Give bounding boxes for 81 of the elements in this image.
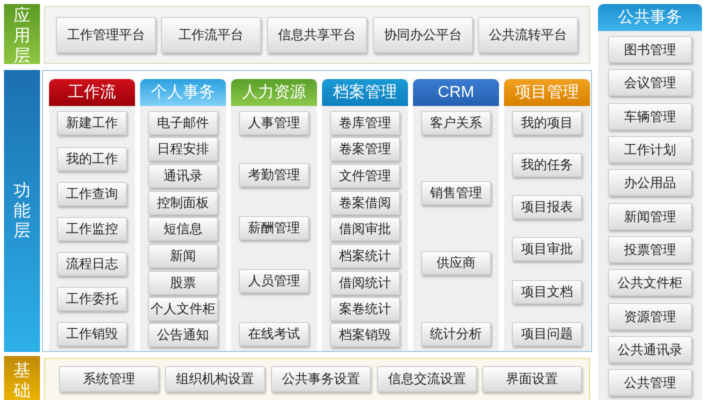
layer-panel	[44, 6, 590, 64]
module-item: 供应商	[421, 251, 491, 275]
column-header: 工作流	[49, 79, 135, 106]
module-item: 公告通知	[148, 323, 218, 347]
module-item: 公共事务设置	[271, 366, 371, 392]
module-item: 工作监控	[57, 217, 127, 241]
module-item: 销售管理	[421, 181, 491, 205]
module-item: 项目报表	[512, 195, 582, 219]
module-item: 资源管理	[608, 303, 692, 330]
module-item: 工作委托	[57, 287, 127, 311]
module-item: 图书管理	[608, 36, 692, 63]
module-column	[322, 79, 408, 351]
module-item: 工作销毁	[57, 322, 127, 346]
module-item: 公共通讯录	[608, 336, 692, 363]
module-item: 我的任务	[512, 153, 582, 177]
layer-label: 基础	[4, 356, 40, 400]
module-item: 电子邮件	[148, 111, 218, 135]
module-item: 客户关系	[421, 111, 491, 135]
layer-panel	[42, 70, 592, 352]
column-header: 人力资源	[231, 79, 317, 106]
module-item: 卷库管理	[330, 111, 400, 135]
module-item: 借阅统计	[330, 271, 400, 295]
layer-panel	[44, 358, 590, 400]
module-item: 日程安排	[148, 137, 218, 161]
module-item: 我的项目	[512, 111, 582, 135]
module-item: 卷案管理	[330, 137, 400, 161]
module-item: 公共流转平台	[478, 17, 578, 53]
module-item: 在线考试	[239, 322, 309, 346]
column-header: CRM	[413, 79, 499, 106]
module-item: 公共管理	[608, 369, 692, 396]
column-header: 档案管理	[322, 79, 408, 106]
module-item: 档案销毁	[330, 323, 400, 347]
module-item: 项目审批	[512, 237, 582, 261]
module-item: 新闻	[148, 244, 218, 268]
column-header: 项目管理	[504, 79, 590, 106]
module-item: 办公用品	[608, 169, 692, 196]
module-item: 短信息	[148, 217, 218, 241]
module-item: 工作查询	[57, 182, 127, 206]
module-item: 人员管理	[239, 269, 309, 293]
column-header: 公共事务	[598, 4, 702, 31]
module-column	[504, 79, 590, 351]
layer-label: 应用层	[4, 4, 40, 64]
module-item: 车辆管理	[608, 103, 692, 130]
module-item: 新建工作	[57, 111, 127, 135]
module-item: 我的工作	[57, 147, 127, 171]
module-item: 案卷统计	[330, 297, 400, 321]
module-item: 公共文件柜	[608, 269, 692, 296]
module-item: 个人文件柜	[148, 297, 218, 321]
module-item: 工作流平台	[161, 17, 261, 53]
module-item: 卷案借阅	[330, 191, 400, 215]
column-header: 个人事务	[140, 79, 226, 106]
module-column	[598, 4, 702, 400]
module-column	[231, 79, 317, 351]
module-item: 项目文档	[512, 280, 582, 304]
module-item: 股票	[148, 271, 218, 295]
module-item: 投票管理	[608, 236, 692, 263]
module-item: 文件管理	[330, 164, 400, 188]
module-item: 统计分析	[421, 322, 491, 346]
module-item: 档案统计	[330, 244, 400, 268]
module-item: 系统管理	[59, 366, 159, 392]
module-column	[140, 79, 226, 351]
module-item: 项目问题	[512, 322, 582, 346]
module-item: 信息交流设置	[377, 366, 477, 392]
module-item: 会议管理	[608, 69, 692, 96]
module-item: 新闻管理	[608, 203, 692, 230]
module-item: 工作管理平台	[56, 17, 156, 53]
layer-label: 功能层	[4, 70, 40, 352]
module-column	[413, 79, 499, 351]
module-item: 组织机构设置	[165, 366, 265, 392]
module-item: 信息共享平台	[267, 17, 367, 53]
module-item: 通讯录	[148, 164, 218, 188]
module-item: 工作计划	[608, 136, 692, 163]
module-item: 考勤管理	[239, 163, 309, 187]
module-item: 流程日志	[57, 252, 127, 276]
module-item: 薪酬管理	[239, 216, 309, 240]
module-item: 人事管理	[239, 111, 309, 135]
module-item: 协同办公平台	[373, 17, 473, 53]
module-item: 界面设置	[482, 366, 582, 392]
module-item: 借阅审批	[330, 217, 400, 241]
module-item: 控制面板	[148, 191, 218, 215]
module-column	[49, 79, 135, 351]
